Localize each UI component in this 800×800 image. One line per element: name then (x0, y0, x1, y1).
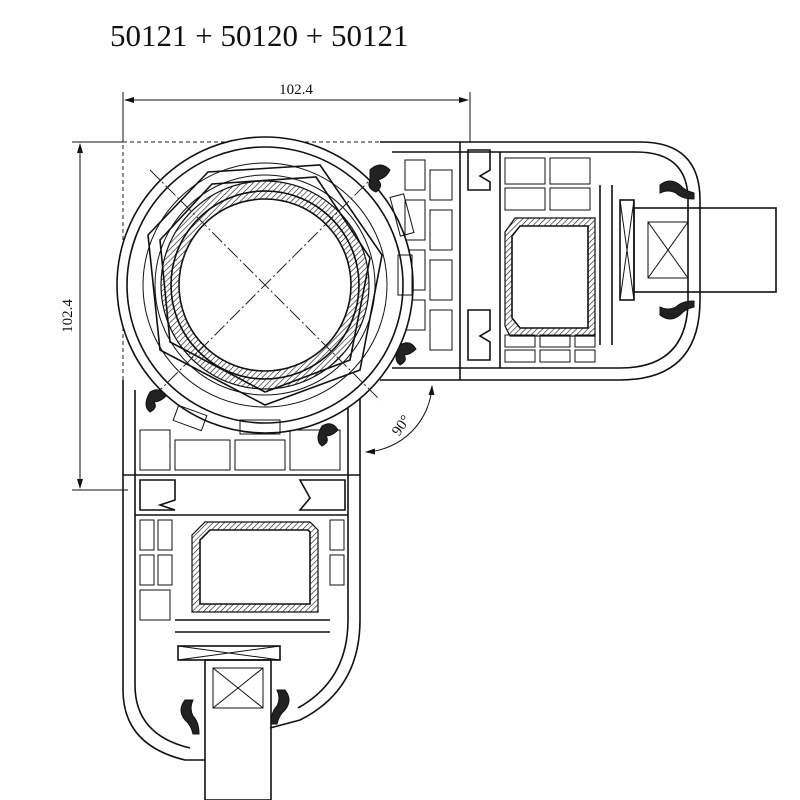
right-glazing-unit (619, 180, 777, 320)
right-frame-profile (380, 141, 701, 381)
horizontal-dimension-label: 102.4 (279, 82, 313, 98)
vertical-dimension: 102.4 (60, 141, 128, 491)
bottom-frame-profile (122, 380, 361, 761)
bottom-glazing-unit (177, 645, 290, 800)
horizontal-dimension: 102.4 (122, 82, 471, 142)
profile-combination-title: 50121 + 50120 + 50121 (110, 18, 409, 53)
vertical-dimension-label: 102.4 (60, 299, 76, 333)
corner-connector-round (116, 136, 417, 447)
angle-label: 90° (389, 413, 414, 439)
